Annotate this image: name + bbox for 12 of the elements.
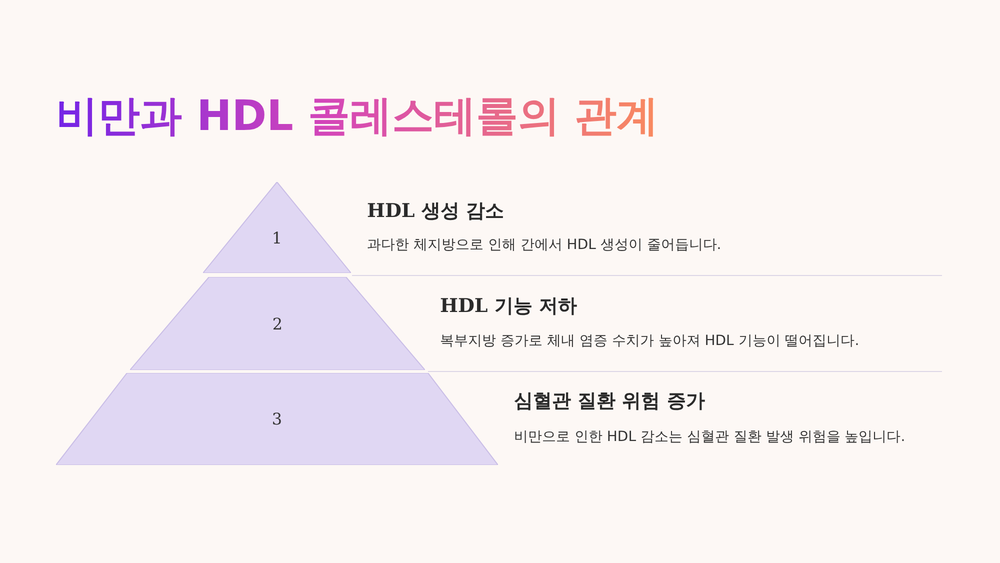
tier-number: 1	[272, 228, 282, 248]
tier-description: 과다한 체지방으로 인해 간에서 HDL 생성이 줄어듭니다.	[367, 236, 722, 254]
tier-description: 복부지방 증가로 체내 염증 수치가 높아져 HDL 기능이 떨어집니다.	[440, 332, 860, 350]
pyramid-tier	[130, 277, 425, 370]
tier-number: 2	[272, 314, 283, 333]
tier-heading: 심혈관 질환 위험 증가	[514, 389, 705, 414]
pyramid-tier	[56, 373, 498, 465]
tier-number: 3	[272, 410, 282, 428]
tier-heading: HDL 기능 저하	[440, 294, 578, 319]
pyramid-tier	[203, 182, 351, 273]
tier-description: 비만으로 인한 HDL 감소는 심혈관 질환 발생 위험을 높입니다.	[514, 428, 906, 446]
tier-heading: HDL 생성 감소	[367, 199, 504, 224]
